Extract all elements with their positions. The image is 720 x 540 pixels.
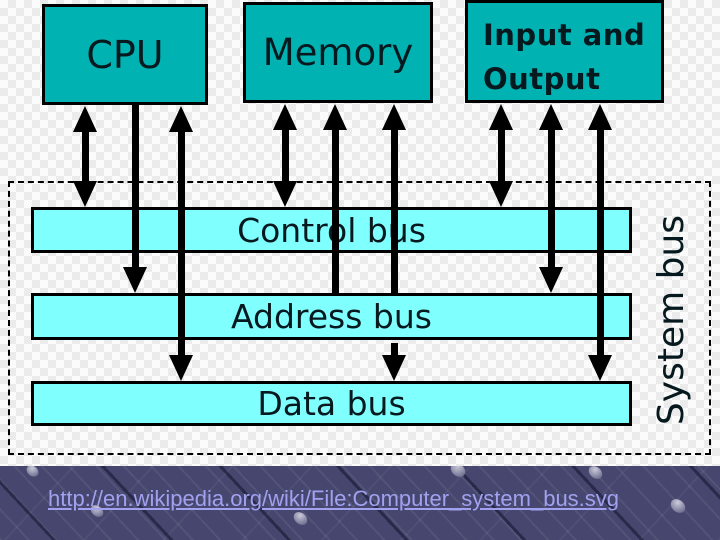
box-memory: Memory [243,2,433,103]
wikipedia-source-link[interactable]: http://en.wikipedia.org/wiki/File:Comput… [48,486,620,511]
texture-bead-icon [586,463,605,482]
memory-label: Memory [262,31,414,74]
data-bus-label: Data bus [257,384,406,423]
box-cpu: CPU [42,4,208,105]
system-bus-dashed-frame [8,181,711,455]
box-input-output: Input and Output [465,0,664,103]
texture-bead-icon [291,509,310,528]
bus-data: Data bus [31,381,632,426]
system-bus-label: System bus [651,214,692,426]
texture-bead-icon [668,496,688,516]
bus-diagram-canvas: CPU Memory Input and Output Control bus … [0,0,720,466]
input-output-label: Input and Output [483,18,646,96]
bus-address: Address bus [31,293,632,340]
cpu-label: CPU [86,32,164,77]
address-bus-label: Address bus [231,297,432,336]
